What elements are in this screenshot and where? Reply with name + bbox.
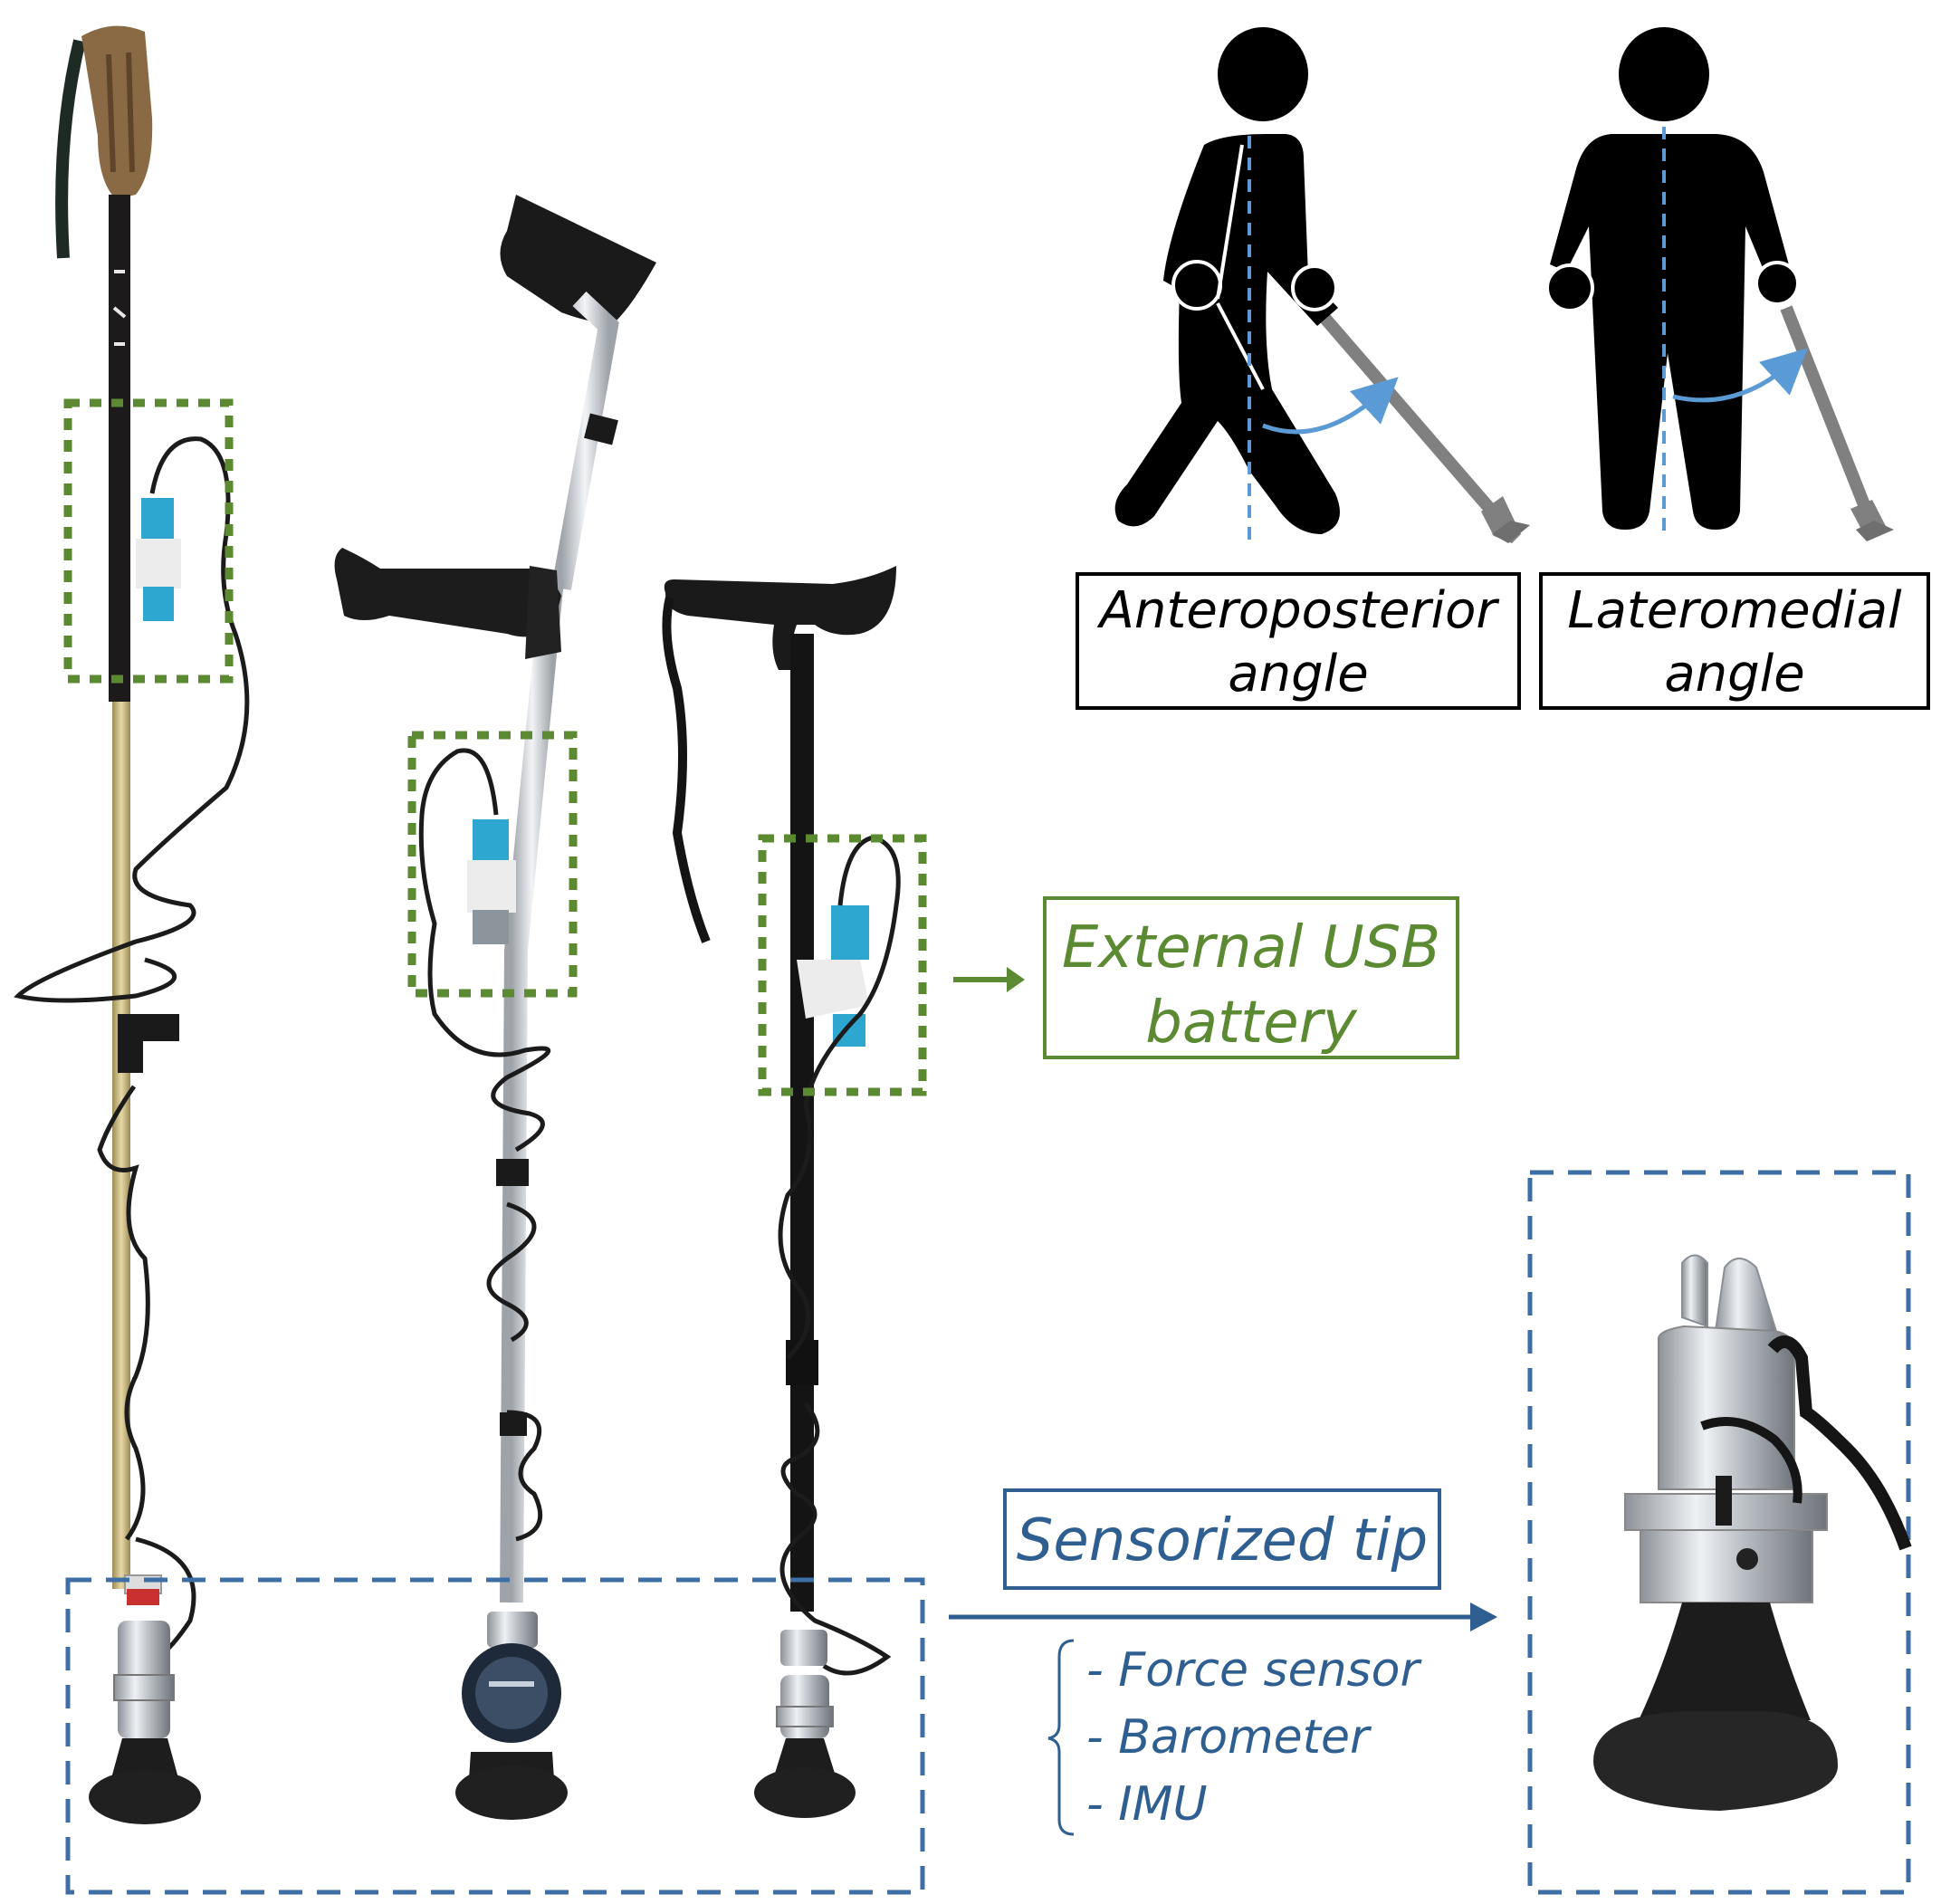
- battery-arrow-head: [1007, 967, 1025, 992]
- sensor-item-imu: - IMU: [1086, 1777, 1208, 1832]
- trekking-pole-icon: [14, 25, 250, 1824]
- standing-person-icon: [1545, 27, 1894, 541]
- lateromedial-line-1: Lateromedial: [1567, 581, 1902, 640]
- battery-line-2: battery: [1145, 990, 1357, 1057]
- sensor-item-force: - Force sensor: [1086, 1643, 1420, 1698]
- anteroposterior-angle-label: Anteroposterior angle: [1076, 572, 1521, 710]
- sensorized-tip-icon: [1593, 1254, 1912, 1811]
- anteroposterior-line-1: Anteroposterior: [1099, 581, 1497, 640]
- anteroposterior-line-2: angle: [1228, 645, 1369, 703]
- cane-icon: [662, 566, 901, 1818]
- sensorized-tip-label: Sensorized tip: [1003, 1488, 1441, 1590]
- tip-detail-box: [1527, 1170, 1911, 1895]
- sensor-list: - Force sensor - Barometer - IMU: [1086, 1637, 1467, 1838]
- sensor-item-barometer: - Barometer: [1086, 1710, 1370, 1765]
- external-battery-label: External USB battery: [1043, 896, 1459, 1059]
- battery-highlight-boxes: [63, 398, 927, 1096]
- walking-person-icon: [1114, 27, 1530, 543]
- crutch-icon: [334, 195, 656, 1820]
- tip-arrow-head: [1470, 1603, 1497, 1631]
- lateromedial-angle-label: Lateromedial angle: [1539, 572, 1930, 710]
- tips-highlight-box: [65, 1577, 925, 1895]
- battery-line-1: External USB: [1061, 914, 1441, 981]
- sensor-list-brace: [1047, 1639, 1075, 1836]
- lateromedial-line-2: angle: [1664, 645, 1805, 703]
